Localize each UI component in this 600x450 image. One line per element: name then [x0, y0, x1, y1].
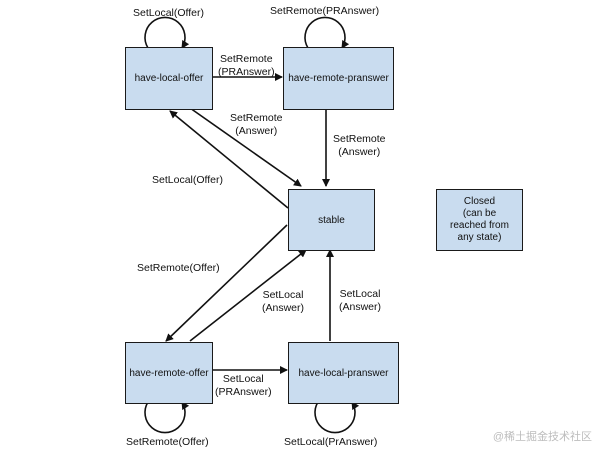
- state-have-remote-pranswer: have-remote-pranswer: [283, 47, 394, 110]
- loop-arrow-remote-offer: [144, 401, 190, 434]
- state-have-remote-offer: have-remote-offer: [125, 342, 213, 404]
- label-remote-offer-to-stable: SetLocal (Answer): [262, 289, 305, 314]
- label-loop-local-pranswer: SetLocal(PrAnswer): [284, 436, 378, 448]
- label-local-pranswer-to-stable: SetLocal (Answer): [339, 288, 382, 313]
- state-closed: Closed (can be reached from any state): [436, 189, 523, 251]
- label-loop-local-offer: SetLocal(Offer): [133, 7, 205, 19]
- label-remote-offer-to-local-pranswer: SetLocal (PRAnswer): [215, 373, 272, 398]
- arrow-stable-to-remote-offer: [165, 224, 288, 342]
- label-loop-remote-offer: SetRemote(Offer): [126, 436, 209, 448]
- state-have-local-offer: have-local-offer: [125, 47, 213, 110]
- loop-arrow-local-pranswer: [314, 401, 360, 434]
- loop-arrow-remote-pranswer: [304, 16, 350, 49]
- label-local-offer-to-remote-pranswer: SetRemote (PRAnswer): [218, 53, 275, 78]
- label-stable-to-remote-offer: SetRemote(Offer): [137, 262, 220, 274]
- label-local-offer-to-stable: SetRemote (Answer): [230, 112, 283, 137]
- loop-arrow-local-offer: [144, 16, 190, 49]
- watermark: @稀土掘金技术社区: [492, 431, 592, 443]
- state-have-local-pranswer: have-local-pranswer: [288, 342, 399, 404]
- state-stable: stable: [288, 189, 375, 251]
- label-stable-to-local-offer: SetLocal(Offer): [152, 174, 224, 186]
- label-remote-pranswer-to-stable: SetRemote (Answer): [333, 133, 386, 158]
- arrow-remote-offer-to-stable: [189, 249, 307, 342]
- arrow-local-offer-to-stable: [189, 107, 302, 187]
- arrow-stable-to-local-offer: [169, 110, 289, 209]
- label-loop-remote-pranswer: SetRemote(PRAnswer): [270, 5, 380, 17]
